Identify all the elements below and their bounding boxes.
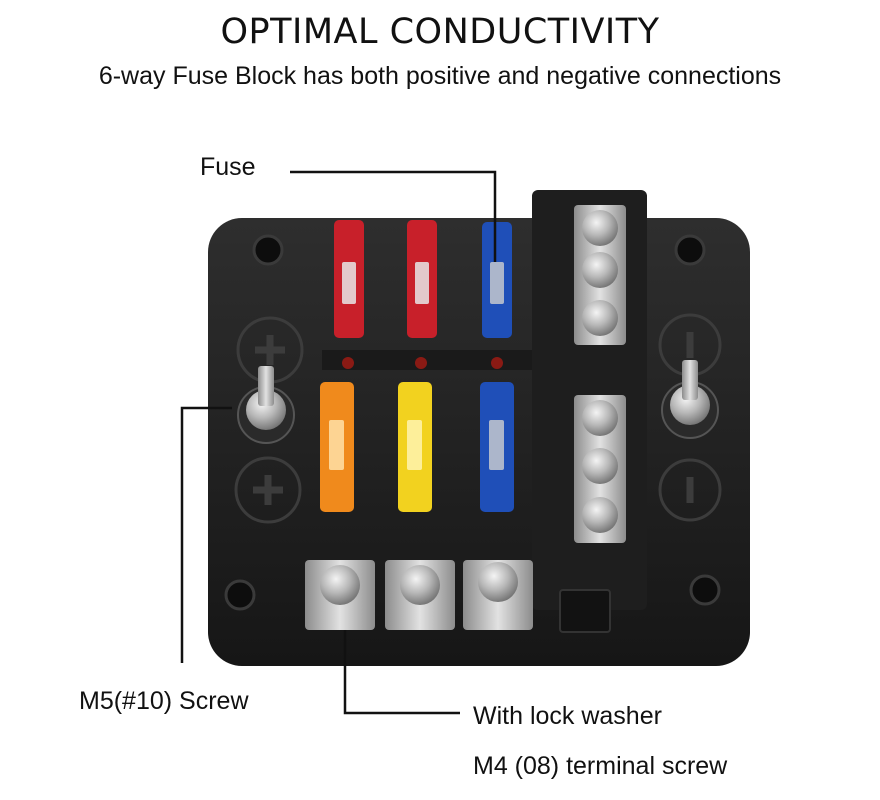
negative-bus-bar-bottom: [574, 395, 626, 543]
fuse-bottom-2: [398, 382, 432, 512]
fuse-top-2: [407, 220, 437, 338]
terminal-screw-2: [385, 560, 455, 630]
fuse-top-1: [334, 220, 364, 338]
plus-icon: [234, 456, 302, 524]
mounting-holes: [224, 234, 721, 611]
led-indicators: [342, 357, 503, 369]
negative-stud: [661, 360, 719, 439]
negative-bus-bar-top: [574, 205, 626, 345]
cover-latch: [559, 589, 611, 633]
fuse-top-3: [482, 222, 512, 338]
lock-washer-label: With lock washer: [473, 702, 662, 730]
washer-callout-line: [343, 630, 460, 715]
terminal-screw-3: [463, 560, 533, 630]
terminal-screw-1: [305, 560, 375, 630]
fuse-callout-line: [290, 170, 497, 262]
positive-stud: [237, 366, 295, 444]
page-subtitle: 6-way Fuse Block has both positive and n…: [98, 62, 782, 90]
fuse-bottom-1: [320, 382, 354, 512]
terminal-screw-label: M4 (08) terminal screw: [473, 752, 728, 780]
fuse-panel: [322, 350, 532, 370]
stud-screw-label: M5(#10) Screw: [79, 687, 249, 715]
fuse-label: Fuse: [200, 153, 256, 181]
minus-icon: [658, 458, 722, 522]
page-title: OPTIMAL CONDUCTIVITY: [220, 12, 660, 52]
fuse-bottom-3: [480, 382, 514, 512]
stud-screw-callout-line: [180, 406, 232, 663]
